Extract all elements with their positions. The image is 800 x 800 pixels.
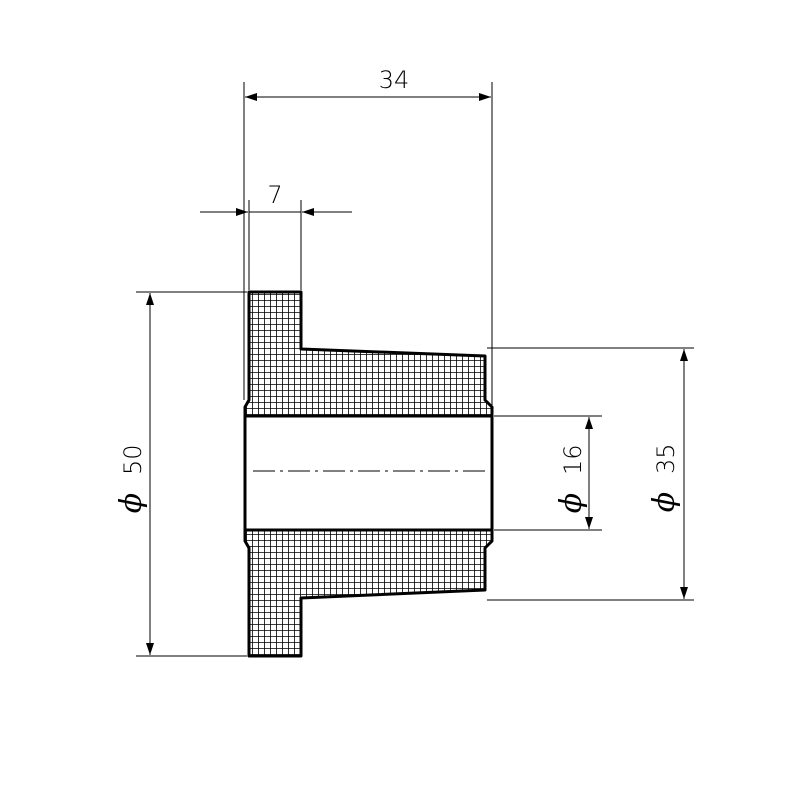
dim-text-outer-diameter: 50 <box>119 444 147 475</box>
dim-label-outer-diameter: ϕ 50 <box>114 444 149 513</box>
dim-text-overall-length: 34 <box>379 66 410 94</box>
diameter-symbol: ϕ <box>647 492 682 512</box>
dim-label-bore-diameter: ϕ 16 <box>554 444 589 513</box>
diameter-symbol: ϕ <box>114 493 149 513</box>
dim-text-flange-width: 7 <box>267 181 282 209</box>
section-lower-half <box>243 528 494 658</box>
dim-text-bore-diameter: 16 <box>559 444 587 475</box>
dim-label-hub-diameter: ϕ 35 <box>647 443 682 512</box>
section-upper-half <box>243 290 494 418</box>
dim-text-hub-diameter: 35 <box>652 443 680 474</box>
diameter-symbol: ϕ <box>554 493 589 513</box>
